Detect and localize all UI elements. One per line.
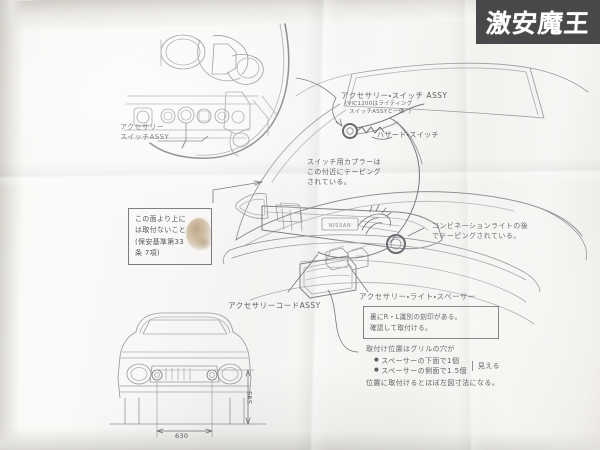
- label-accessory-switch-assy-note: (VIC1200はライティング スイッチASSYと一体 ): [345, 101, 413, 116]
- leader-lines: [212, 77, 425, 353]
- bullet-glyph-icon: ●: [374, 357, 380, 364]
- label-accessory-cord-assy: アクセサリーコードASSY: [228, 301, 321, 310]
- dimension-height-label: 595: [246, 390, 254, 404]
- bullet-glyph-icon: ●: [374, 367, 380, 374]
- label-accessory-switch-assy: アクセサリー・スイッチ ASSY: [341, 91, 448, 100]
- paper-stain: [186, 218, 212, 250]
- label-hazard-switch: ハザード・スイッチ: [377, 131, 439, 139]
- dashboard-detail-illustration: [121, 23, 290, 159]
- accessory-light-and-spacer: [299, 245, 369, 299]
- instructions-bullet-row: ● スペーサーの下面で1個: [366, 356, 467, 366]
- note-box-rl-marking: 裏にR・L識別の刻印がある。 確認して取付ける。: [363, 306, 499, 340]
- label-coupler-taping-note: スイッチ用カプラーは この付近にテーピング されている。: [307, 158, 381, 187]
- instructions-bullet-suffix: 見える: [471, 361, 500, 372]
- label-combination-light-note: コンビネーションライトの後 でテーピングされている。: [432, 222, 529, 241]
- grille-badge-text: NISSAN: [329, 223, 352, 229]
- dimension-width-label: 630: [175, 432, 189, 440]
- label-accessory-light-spacer: アクセサリー・ライト・スペーサー: [359, 292, 476, 301]
- instructions-footer: 位置に取付けるとほぼ左図寸法になる。: [366, 379, 500, 388]
- instructions-heading: 取付け位置はグリルの穴が: [366, 345, 455, 353]
- instructions-bullet-1: スペーサーの下面で1個: [381, 357, 460, 366]
- note-box-height-limit: この面より上に は取付ないこと (保安基準第33 条 7項): [128, 208, 212, 266]
- vehicle-body-outline: [235, 62, 589, 261]
- instructions-bullet-group: ● スペーサーの下面で1個 ● スペーサーの側面で1.5個 見える: [366, 356, 586, 376]
- instructions-bullet-row: ● スペーサーの側面で1.5個: [366, 366, 467, 376]
- watermark-text: 激安魔王: [484, 9, 592, 38]
- front-elevation-view: [109, 312, 267, 425]
- label-dash-accessory-switch: アクセサリー スイッチASSY: [120, 123, 170, 142]
- dimension-lines: [109, 369, 255, 438]
- instructions-bullet-2: スペーサーの側面で1.5個: [381, 367, 467, 376]
- installation-instructions: 取付け位置はグリルの穴が ● スペーサーの下面で1個 ● スペーサーの側面で1.…: [366, 344, 586, 389]
- accessory-cord-harness: [317, 103, 425, 259]
- paper-stain-secondary: [196, 236, 212, 250]
- watermark-logo: 激安魔王: [476, 0, 600, 44]
